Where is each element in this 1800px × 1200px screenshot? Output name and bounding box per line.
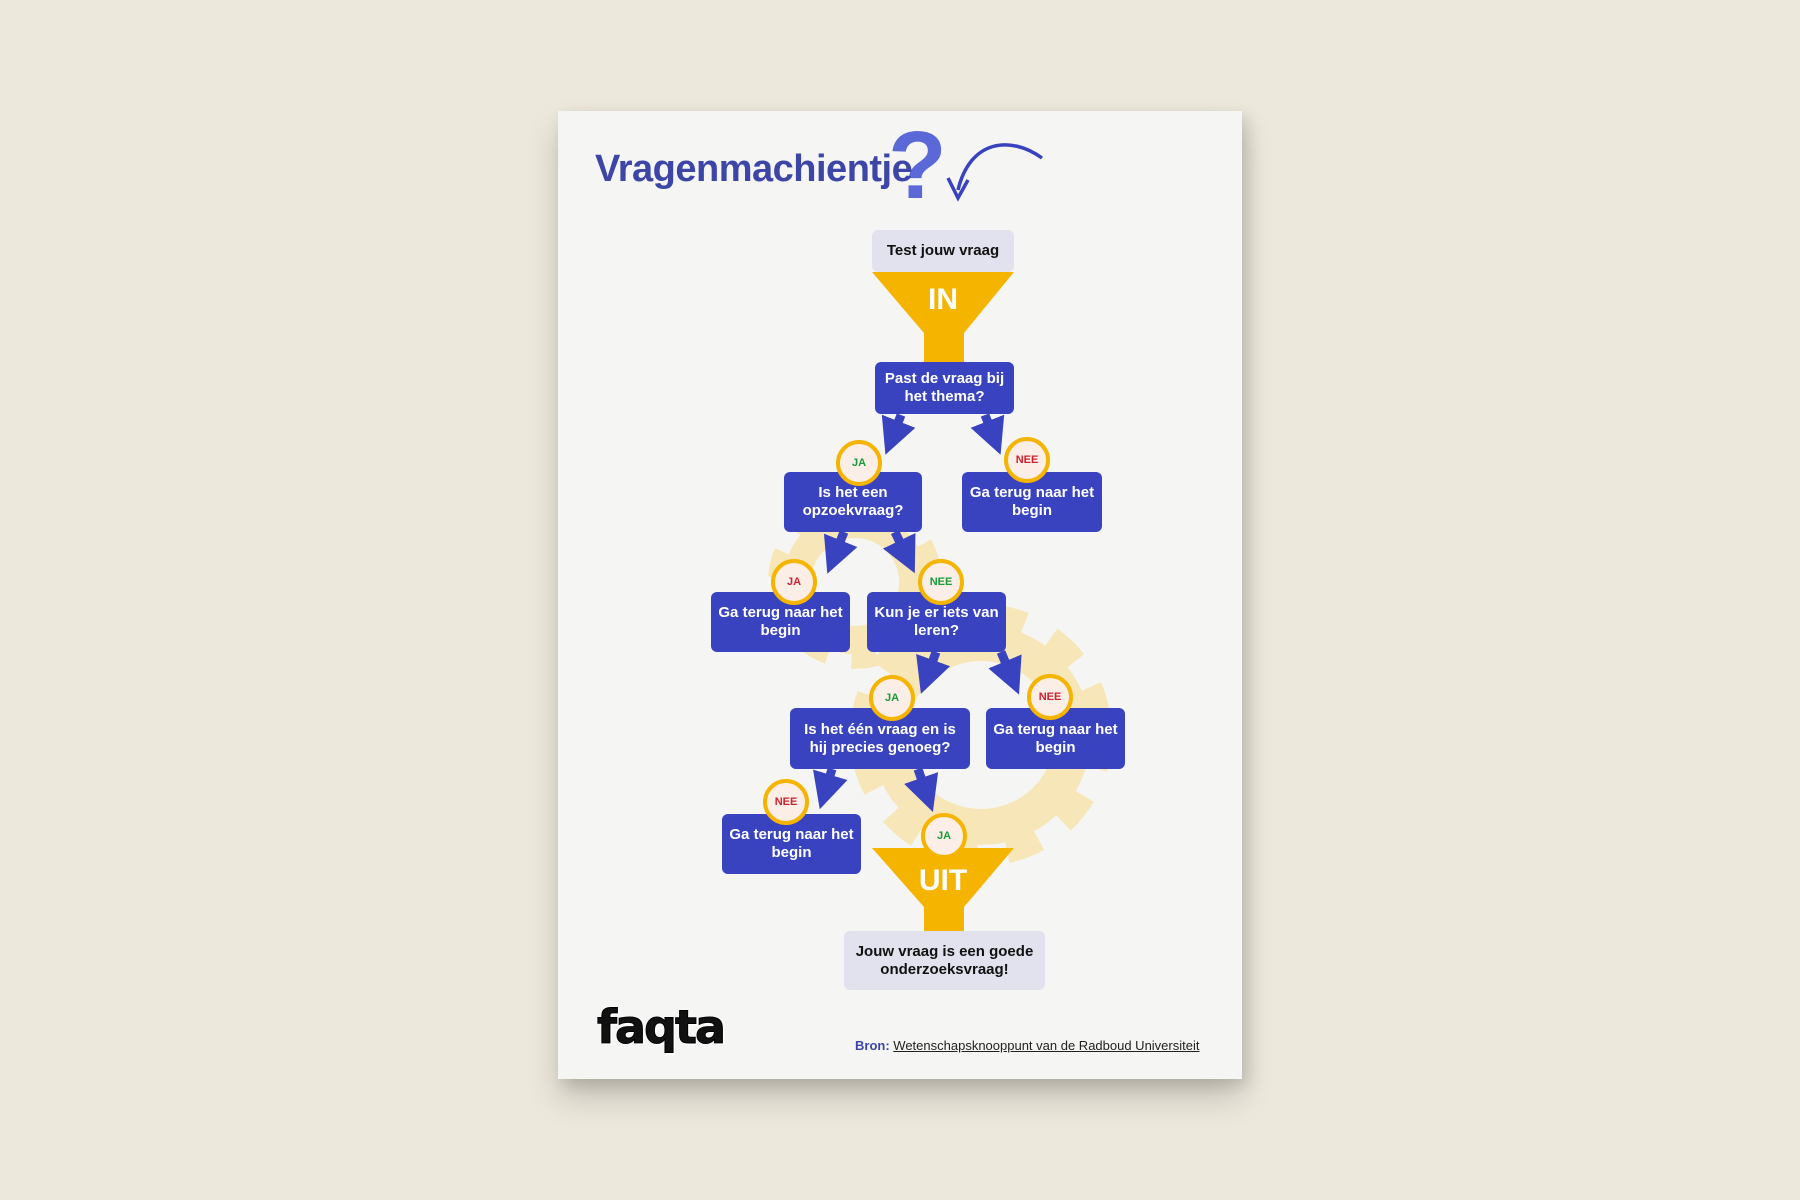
end-box: Jouw vraag is een goede onderzoeksvraag! [844,931,1045,990]
badge-nee: NEE [918,559,964,605]
question-theme: Past de vraag bij het thema? [875,362,1014,414]
badge-ja: JA [771,559,817,605]
back-to-start-4: Ga terug naar het begin [722,814,861,874]
flow-arrows [813,413,1022,813]
badge-ja: JA [869,675,915,721]
source-credit: Bron: Wetenschapsknooppunt van de Radbou… [855,1038,1199,1053]
badge-nee: NEE [1027,674,1073,720]
badge-nee: NEE [763,779,809,825]
funnel-in [872,272,1014,364]
badge-ja: JA [921,813,967,859]
back-to-start-2: Ga terug naar het begin [711,592,850,652]
source-link[interactable]: Wetenschapsknooppunt van de Radboud Univ… [893,1038,1200,1053]
page-title: Vragenmachientje [595,148,913,190]
funnel-out-label: UIT [918,864,968,897]
faqta-logo: faqta [596,1000,726,1055]
question-mark-icon: ? [888,112,947,219]
badge-nee: NEE [1004,437,1050,483]
start-box: Test jouw vraag [872,230,1014,272]
funnel-out [872,848,1014,932]
badge-ja: JA [836,440,882,486]
curved-arrow-icon [956,143,1044,191]
source-label: Bron: [855,1038,890,1053]
svg-text:?: ? [888,112,947,219]
funnel-in-label: IN [928,283,958,316]
